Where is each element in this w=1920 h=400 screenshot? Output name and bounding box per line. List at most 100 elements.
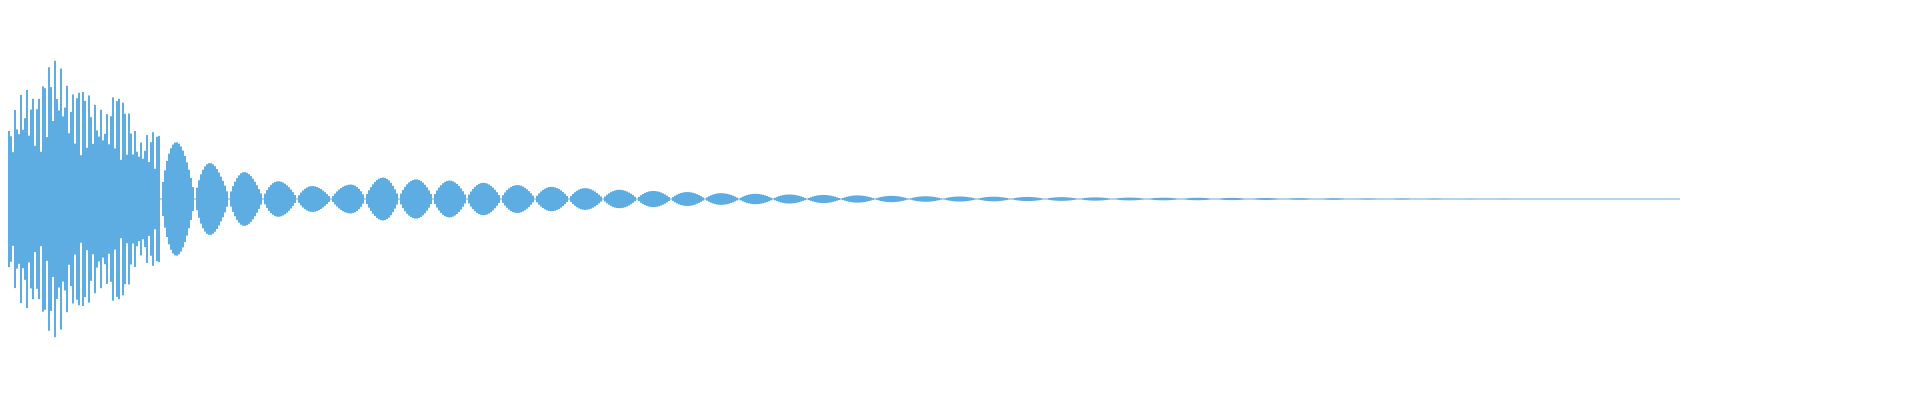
waveform-bar	[608, 193, 610, 205]
waveform-bar	[1510, 198, 1512, 200]
waveform-bar	[276, 181, 278, 217]
waveform-bar	[1612, 198, 1614, 200]
waveform-bar	[848, 196, 850, 202]
waveform-bar	[1242, 198, 1244, 200]
waveform-bar	[1588, 198, 1590, 200]
waveform-bar	[1210, 198, 1212, 200]
waveform-bar	[984, 197, 986, 201]
waveform-bar	[1222, 198, 1224, 200]
waveform-bar	[1534, 198, 1536, 200]
waveform-bar	[1332, 198, 1334, 200]
waveform-bar	[1098, 197, 1100, 201]
waveform-bar	[958, 196, 960, 202]
waveform-bar	[664, 194, 666, 204]
waveform-bar	[1202, 197, 1204, 201]
waveform-bar	[1050, 197, 1052, 201]
waveform-bar	[650, 191, 652, 207]
waveform-bar	[478, 183, 480, 215]
waveform-bar	[388, 180, 390, 218]
waveform-bar	[548, 187, 550, 211]
waveform-bar	[302, 190, 304, 208]
waveform-bar	[598, 194, 600, 204]
waveform-bar	[498, 195, 500, 203]
waveform-bar	[56, 99, 58, 299]
waveform-bar	[906, 198, 908, 200]
waveform-bar	[1260, 198, 1262, 200]
waveform-bar	[338, 189, 340, 209]
waveform-bar	[1060, 197, 1062, 201]
waveform-bar	[1526, 198, 1528, 200]
waveform-bar	[516, 185, 518, 213]
waveform-bar	[672, 197, 674, 201]
waveform-bar	[178, 143, 180, 255]
waveform-bar	[1564, 198, 1566, 200]
waveform-bar	[466, 198, 468, 200]
waveform-bar	[296, 198, 298, 200]
waveform-bar	[972, 197, 974, 201]
waveform-bar	[708, 196, 710, 202]
waveform-bar	[486, 183, 488, 215]
waveform-bar	[432, 198, 434, 200]
waveform-bar	[912, 197, 914, 201]
waveform-bar	[1266, 198, 1268, 200]
waveform-bar	[1582, 198, 1584, 200]
waveform-bar	[1116, 198, 1118, 200]
waveform-bar	[948, 197, 950, 201]
waveform-bar	[1474, 198, 1476, 200]
waveform-bar	[1360, 198, 1362, 200]
waveform-bar	[16, 129, 18, 269]
waveform-bar	[1338, 198, 1340, 200]
waveform-bar	[140, 142, 142, 256]
waveform-bar	[1298, 198, 1300, 200]
waveform-bar	[1448, 198, 1450, 200]
waveform-bar	[58, 110, 60, 288]
waveform-bar	[774, 197, 776, 201]
waveform-bar	[518, 185, 520, 213]
waveform-bar	[898, 196, 900, 202]
waveform-bar	[258, 189, 260, 209]
waveform-bar	[1444, 198, 1446, 200]
waveform-bar	[322, 190, 324, 208]
waveform-bar	[676, 194, 678, 204]
waveform-bar	[718, 193, 720, 205]
waveform-bar	[586, 188, 588, 210]
waveform-bar	[1330, 198, 1332, 200]
waveform-bar	[1516, 198, 1518, 200]
waveform-bar	[1224, 198, 1226, 200]
waveform-bar	[1062, 197, 1064, 201]
waveform-bar	[314, 186, 316, 212]
waveform-bar	[1376, 198, 1378, 200]
waveform-bar	[1300, 198, 1302, 200]
waveform-bar	[424, 184, 426, 214]
waveform-bar	[976, 198, 978, 200]
waveform-bar	[1462, 198, 1464, 200]
waveform-bar	[202, 169, 204, 229]
waveform-bar	[1036, 197, 1038, 201]
waveform-bar	[1482, 198, 1484, 200]
waveform-bar	[1100, 197, 1102, 201]
waveform-bar	[416, 179, 418, 219]
waveform-bar	[1364, 198, 1366, 200]
waveform-bar	[390, 182, 392, 216]
waveform-bar	[94, 104, 96, 294]
waveform-bar	[26, 89, 28, 309]
waveform-bar	[480, 183, 482, 215]
waveform-bar	[1082, 198, 1084, 200]
waveform-bar	[1234, 197, 1236, 201]
waveform-bar	[426, 187, 428, 211]
waveform-bar	[1562, 198, 1564, 200]
waveform-bar	[872, 198, 874, 200]
waveform-bar	[1512, 198, 1514, 200]
waveform-bar	[1130, 197, 1132, 201]
waveform-bar	[166, 161, 168, 237]
waveform-bar	[626, 191, 628, 207]
waveform-bar	[34, 145, 36, 253]
waveform-bar	[1384, 198, 1386, 200]
waveform-bar	[1284, 198, 1286, 200]
waveform-bar	[612, 191, 614, 207]
waveform-bar	[386, 178, 388, 220]
waveform-bar	[448, 180, 450, 218]
waveform-bar	[540, 191, 542, 207]
waveform-bar	[260, 193, 262, 205]
waveform-bar	[754, 193, 756, 205]
